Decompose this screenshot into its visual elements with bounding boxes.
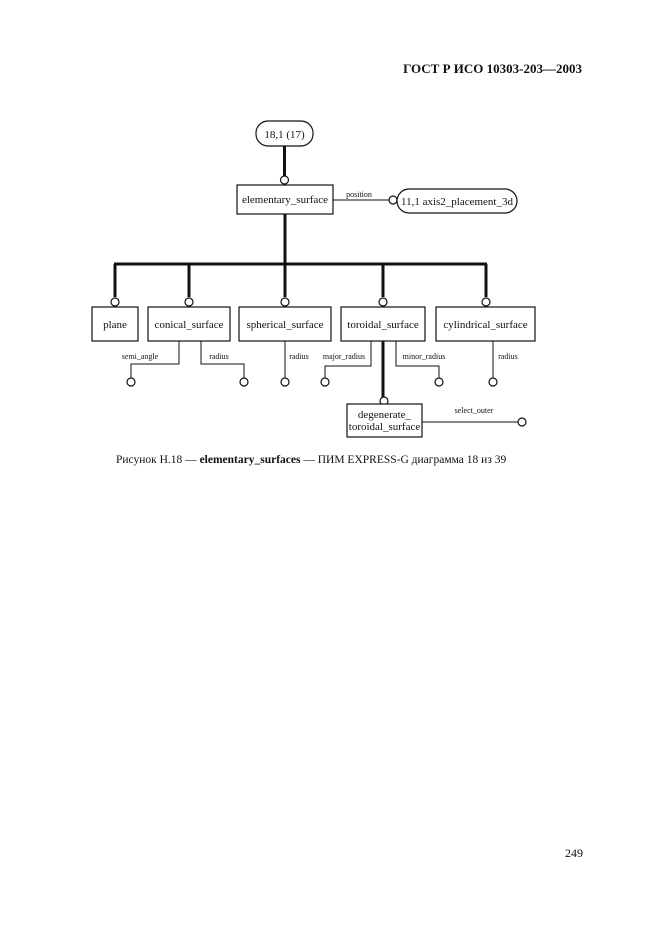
entity-label-conical-surface: conical_surface — [154, 319, 223, 331]
position-circle — [388, 195, 398, 205]
sphere-radius-circle — [280, 377, 290, 387]
semi-angle-label: semi_angle — [122, 352, 159, 361]
entity-label-spherical-surface: spherical_surface — [247, 319, 324, 331]
cone-radius-line — [200, 341, 245, 378]
cyl-radius-label: radius — [498, 352, 518, 361]
major-radius-circle — [320, 377, 330, 387]
major-radius-line — [324, 341, 372, 378]
select-outer-circle — [517, 417, 527, 427]
figure-caption: Рисунок Н.18 — elementary_surfaces — ПИМ… — [116, 454, 506, 466]
position-label: position — [346, 190, 372, 199]
semi-angle-circle — [126, 377, 136, 387]
semi-angle-line — [130, 341, 180, 378]
entity-label-cylindrical-surface: cylindrical_surface — [443, 319, 527, 331]
sphere-radius-label: radius — [289, 352, 309, 361]
major-radius-label: major_radius — [323, 352, 365, 361]
minor-radius-label: minor_radius — [403, 352, 446, 361]
cyl-radius-circle — [488, 377, 498, 387]
degenerate-label-line1: degenerate_ — [358, 409, 412, 421]
subtype-circle — [481, 297, 491, 307]
entity-box-cylindrical-surface — [435, 306, 536, 342]
entity-label-plane: plane — [103, 319, 127, 331]
caption-suffix: — ПИМ EXPRESS-G диаграмма 18 из 39 — [303, 454, 507, 466]
cone-radius-circle — [239, 377, 249, 387]
subtype-circle — [280, 297, 290, 307]
page-ref-label: 18,1 (17) — [264, 129, 305, 141]
entity-box-spherical-surface — [238, 306, 332, 342]
subtype-circle — [378, 297, 388, 307]
entity-label-toroidal-surface: toroidal_surface — [347, 319, 419, 331]
page-number: 249 — [565, 846, 583, 860]
position-ref-label: 11,1 axis2_placement_3d — [401, 196, 514, 208]
cone-radius-label: radius — [209, 352, 229, 361]
subtype-circle — [184, 297, 194, 307]
caption-bold: elementary_surfaces — [199, 454, 301, 466]
root-entity-label: elementary_surface — [242, 194, 328, 206]
minor-radius-line — [395, 341, 440, 378]
minor-radius-circle — [434, 377, 444, 387]
caption-prefix: Рисунок Н.18 — — [116, 454, 197, 466]
degenerate-label-line2: toroidal_surface — [349, 421, 421, 433]
select-outer-label: select_outer — [455, 406, 494, 415]
position-ref-box — [396, 188, 518, 214]
entity-box-degenerate-toroidal-surface — [346, 403, 423, 438]
entity-box-conical-surface — [147, 306, 231, 342]
document-header: ГОСТ Р ИСО 10303-203—2003 — [403, 61, 582, 76]
supertype-circle — [279, 175, 290, 185]
entity-box-plane — [91, 306, 139, 342]
subtype-circle — [110, 297, 120, 307]
entity-box-toroidal-surface — [340, 306, 426, 342]
